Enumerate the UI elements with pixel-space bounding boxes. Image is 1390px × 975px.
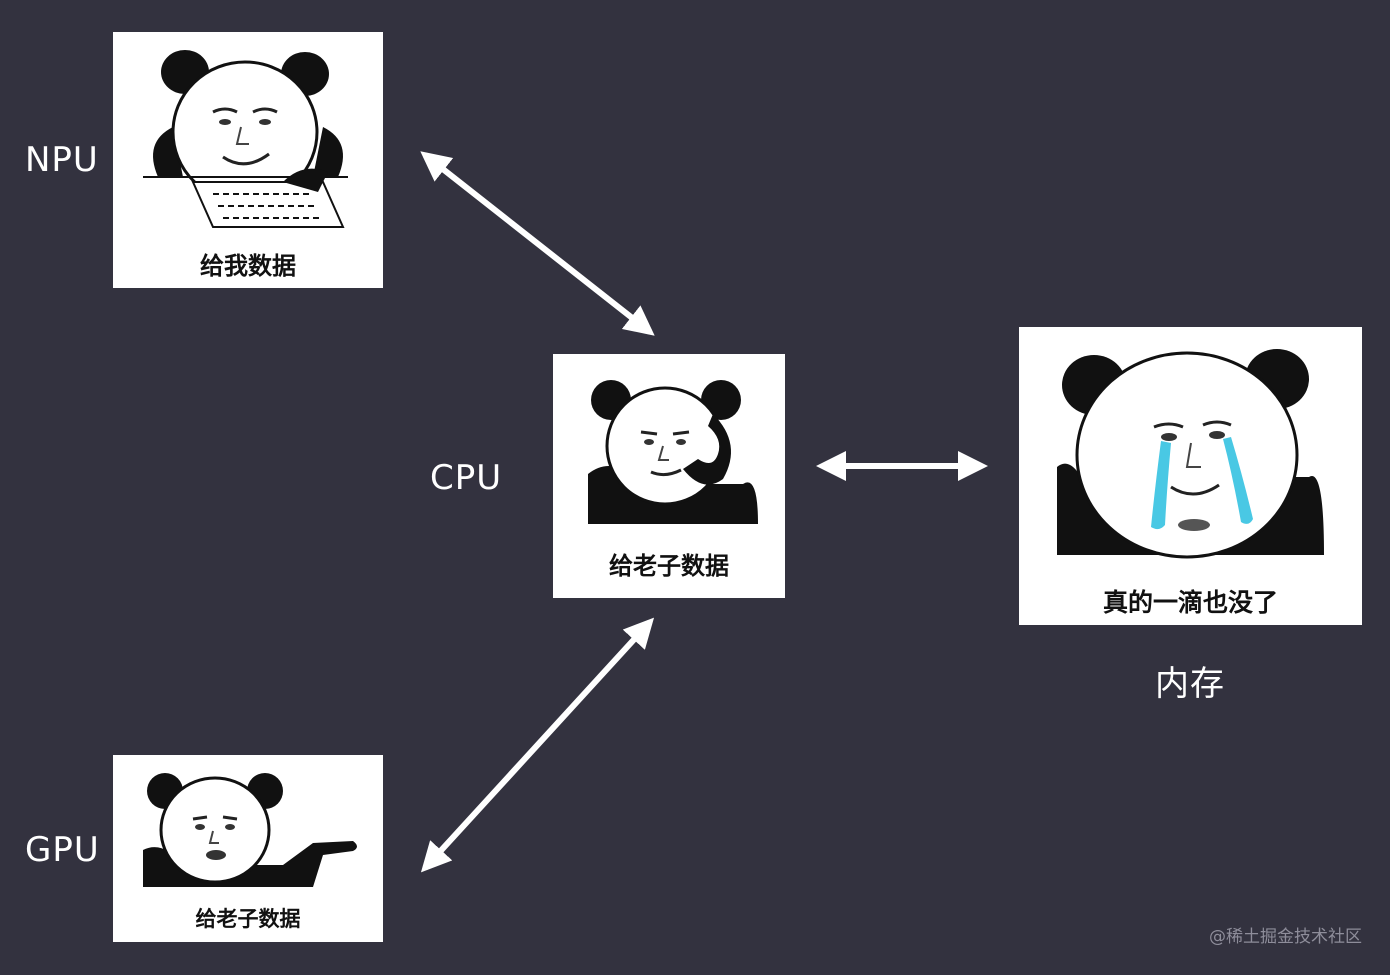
arrow-gpu-cpu: [420, 617, 655, 873]
cpu-label: CPU: [430, 458, 503, 498]
npu-caption: 给我数据: [200, 252, 296, 280]
panda-pointing-icon: [143, 773, 357, 887]
npu-label: NPU: [25, 140, 99, 180]
npu-card: 给我数据: [113, 32, 383, 288]
watermark: @稀土掘金技术社区: [1209, 927, 1362, 947]
cpu-caption: 给老子数据: [609, 552, 729, 580]
memory-card: 真的一滴也没了: [1019, 327, 1362, 625]
panda-phone-icon: [588, 380, 758, 524]
panda-crying-icon: [1057, 349, 1324, 559]
cpu-card: 给老子数据: [553, 354, 785, 598]
gpu-label: GPU: [25, 830, 100, 870]
panda-writing-icon: [143, 50, 348, 228]
memory-caption: 真的一滴也没了: [1102, 588, 1278, 617]
gpu-card: 给老子数据: [113, 755, 383, 942]
gpu-caption: 给老子数据: [195, 907, 301, 931]
memory-label: 内存: [1155, 664, 1225, 704]
arrow-npu-cpu: [420, 151, 655, 336]
